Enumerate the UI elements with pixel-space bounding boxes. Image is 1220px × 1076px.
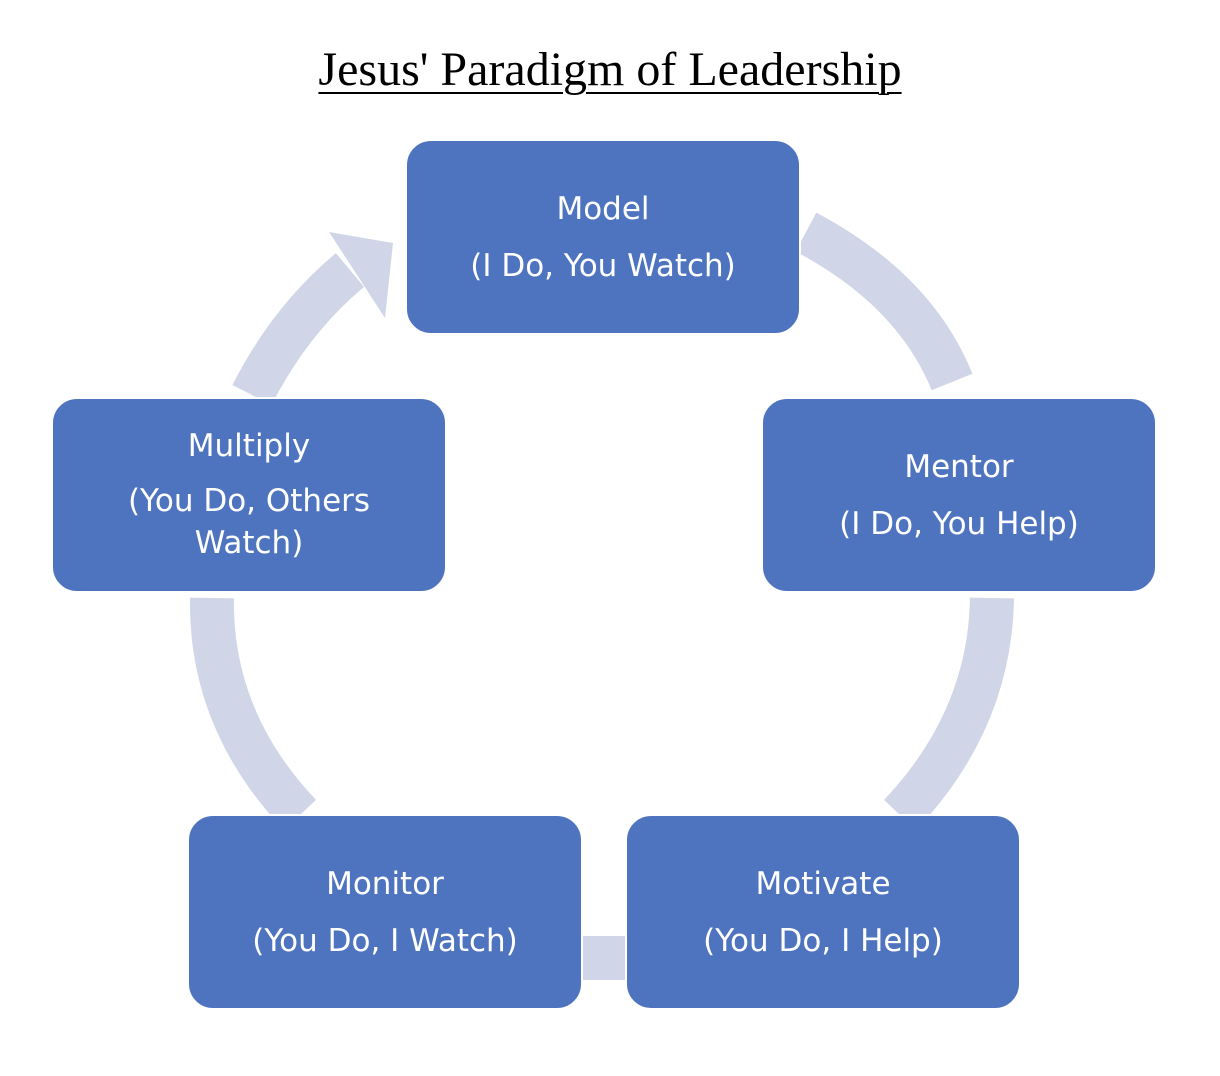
node-model: Model (I Do, You Watch) xyxy=(405,139,801,335)
arc-monitor-to-multiply xyxy=(189,597,317,831)
arc-model-to-mentor xyxy=(795,212,973,391)
node-motivate-description: (You Do, I Help) xyxy=(703,922,943,959)
node-monitor: Monitor (You Do, I Watch) xyxy=(187,814,583,1010)
arc-mentor-to-motivate xyxy=(883,597,1014,831)
node-mentor-name: Mentor xyxy=(904,448,1014,485)
node-motivate: Motivate (You Do, I Help) xyxy=(625,814,1021,1010)
node-motivate-name: Motivate xyxy=(755,865,891,902)
node-multiply-name: Multiply xyxy=(187,428,311,464)
node-multiply-description: (You Do, Others Watch) xyxy=(127,483,371,561)
arrowhead-icon xyxy=(329,232,393,318)
arc-multiply-to-model xyxy=(232,253,365,406)
node-mentor: Mentor (I Do, You Help) xyxy=(761,397,1157,593)
node-multiply: Multiply (You Do, Others Watch) xyxy=(51,397,447,593)
node-mentor-description: (I Do, You Help) xyxy=(839,505,1079,542)
node-monitor-name: Monitor xyxy=(326,865,444,902)
node-model-name: Model xyxy=(556,190,650,227)
node-monitor-description: (You Do, I Watch) xyxy=(252,922,518,959)
node-model-description: (I Do, You Watch) xyxy=(470,247,736,284)
diagram-title: Jesus' Paradigm of Leadership xyxy=(318,43,902,96)
